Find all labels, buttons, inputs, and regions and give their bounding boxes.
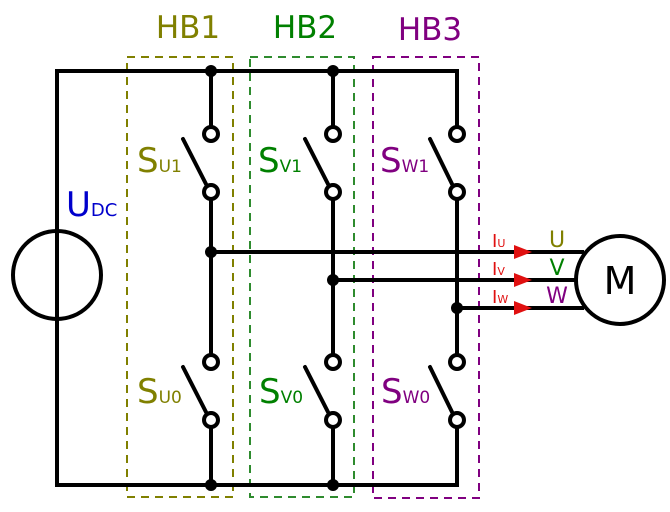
current-arrow-u [514,245,532,259]
current-label-u: IU [492,231,505,252]
motor-symbol [574,234,666,326]
hb2-label: HB2 [273,10,337,46]
leg-v [303,65,342,491]
switch-label-v0: SV0 [259,372,303,412]
dc-source-label: UDC [66,185,117,225]
switch-label-u0: SU0 [137,372,182,412]
phase-label-u: U [549,228,565,253]
phase-label-w: W [546,284,568,309]
motor-label: M [604,259,637,303]
switch-label-w1: SW1 [380,141,429,181]
leg-w [428,125,466,429]
hb3-label: HB3 [398,12,462,48]
hb1-box [126,56,234,498]
hb3-box [372,56,480,499]
hb2-box [249,56,355,498]
hb1-label: HB1 [156,10,220,46]
switch-label-v1: SV1 [258,141,302,181]
switch-label-u1: SU1 [137,141,182,181]
current-label-v: IV [492,259,505,280]
switch-label-w0: SW0 [381,372,430,412]
current-arrow-v [514,273,532,287]
phase-label-v: V [549,256,564,281]
current-label-w: IW [492,287,508,308]
leg-u [181,65,220,491]
current-arrow-w [514,301,532,315]
